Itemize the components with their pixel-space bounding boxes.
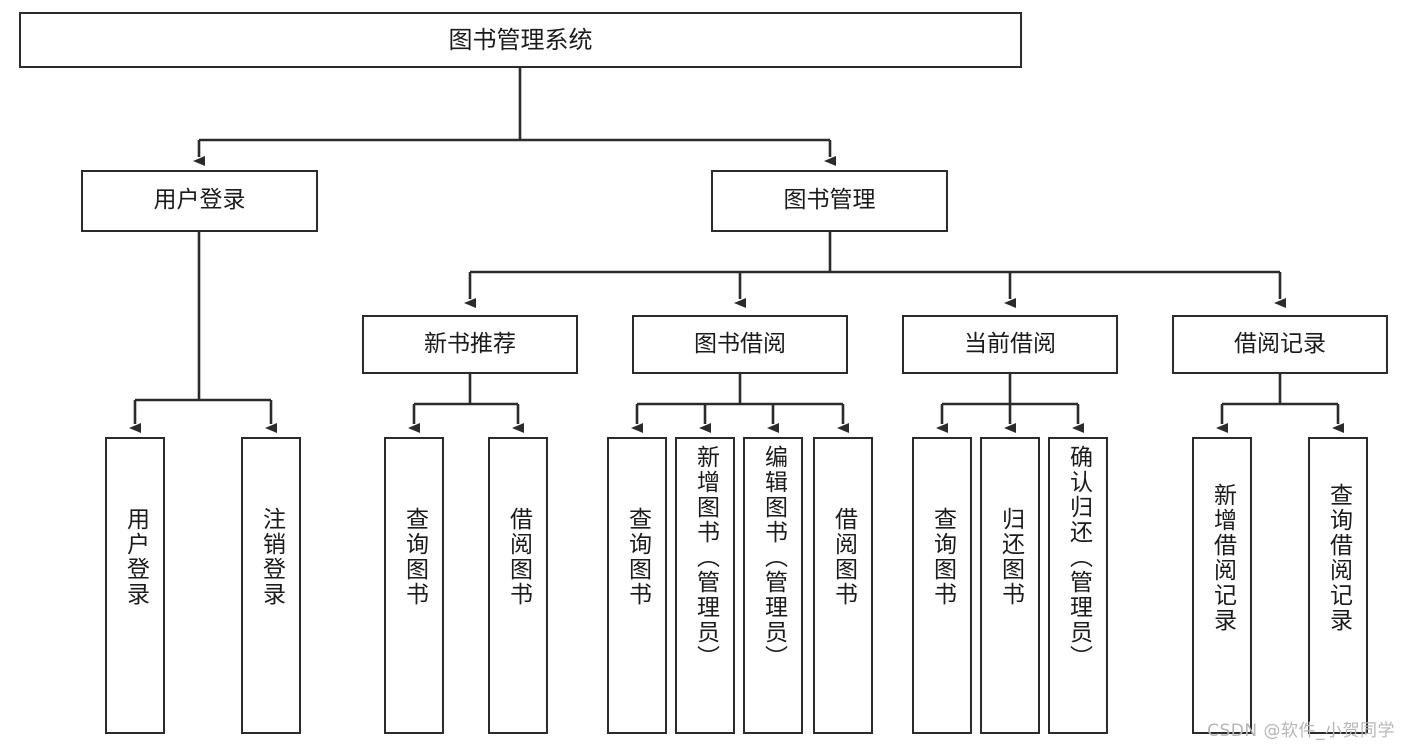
node-book-management[interactable]: 图书管理: [711, 170, 948, 232]
node-label: 图书借阅: [694, 330, 786, 357]
node-leaf-query-book-current[interactable]: 查询图书: [912, 437, 972, 734]
node-leaf-return-book[interactable]: 归还图书: [980, 437, 1040, 734]
node-leaf-user-login[interactable]: 用户登录: [105, 437, 165, 734]
node-label: 查询借阅记录: [1325, 483, 1352, 633]
node-leaf-add-book-admin[interactable]: 新增图书（管理员）: [675, 437, 735, 734]
node-label: 确认归还（管理员）: [1065, 445, 1092, 670]
node-label: 用户登录: [122, 507, 149, 607]
node-borrow-record[interactable]: 借阅记录: [1172, 315, 1388, 374]
node-label: 新增图书（管理员）: [692, 445, 719, 670]
node-label: 用户登录: [153, 187, 246, 214]
node-label: 查询图书: [624, 507, 651, 607]
node-book-borrow[interactable]: 图书借阅: [632, 315, 848, 374]
node-label: 查询图书: [401, 507, 428, 607]
node-label: 归还图书: [997, 507, 1024, 607]
node-label: 图书管理系统: [448, 25, 593, 54]
node-label: 借阅记录: [1234, 330, 1326, 357]
node-leaf-logout[interactable]: 注销登录: [241, 437, 301, 734]
node-label: 新书推荐: [424, 330, 516, 357]
node-current-borrow[interactable]: 当前借阅: [902, 315, 1118, 374]
node-leaf-query-borrow-record[interactable]: 查询借阅记录: [1308, 437, 1368, 734]
node-label: 查询图书: [929, 507, 956, 607]
node-label: 注销登录: [258, 507, 285, 607]
node-leaf-add-borrow-record[interactable]: 新增借阅记录: [1192, 437, 1252, 734]
node-label: 当前借阅: [964, 330, 1056, 357]
node-label: 图书管理: [783, 187, 876, 214]
node-leaf-borrow-book[interactable]: 借阅图书: [813, 437, 873, 734]
node-label: 编辑图书（管理员）: [760, 445, 787, 670]
node-leaf-edit-book-admin[interactable]: 编辑图书（管理员）: [743, 437, 803, 734]
node-new-book-recommend[interactable]: 新书推荐: [362, 315, 578, 374]
node-leaf-query-book-borrow[interactable]: 查询图书: [607, 437, 667, 734]
node-label: 新增借阅记录: [1209, 483, 1236, 633]
node-label: 借阅图书: [505, 507, 532, 607]
node-leaf-query-book-recommend[interactable]: 查询图书: [384, 437, 444, 734]
watermark: CSDN @软件_小贺同学: [1207, 721, 1395, 741]
node-user-login[interactable]: 用户登录: [81, 170, 318, 232]
node-leaf-confirm-return-admin[interactable]: 确认归还（管理员）: [1048, 437, 1108, 734]
node-root-book-management-system[interactable]: 图书管理系统: [19, 12, 1022, 68]
node-leaf-borrow-book-recommend[interactable]: 借阅图书: [488, 437, 548, 734]
node-label: 借阅图书: [830, 507, 857, 607]
